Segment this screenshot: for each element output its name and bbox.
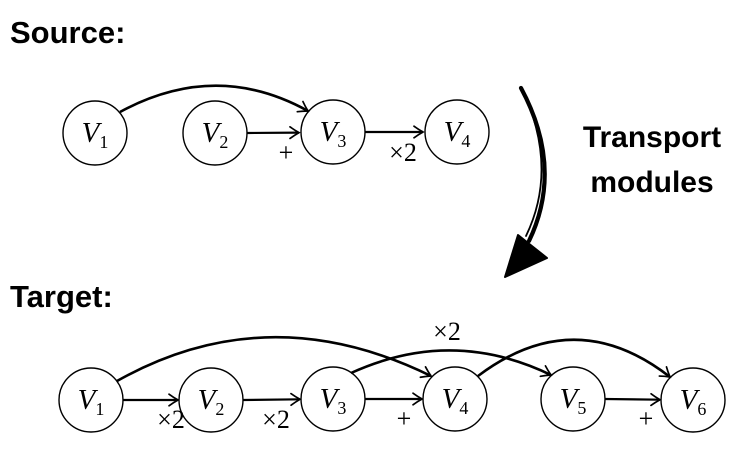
- node-target-v6: V6: [660, 367, 726, 433]
- edge-label-source-v3-v4: ×2: [389, 138, 417, 167]
- node-label: V4: [444, 116, 471, 151]
- edge-label-target-v5-v6: +: [639, 404, 654, 433]
- node-label: V3: [320, 383, 347, 418]
- node-source-v2: V2: [182, 100, 248, 166]
- transport-arrow-texture: [523, 92, 543, 237]
- edge-label-target-v2-v3: ×2: [262, 405, 290, 434]
- edge-source-v1-v3: [119, 84, 310, 114]
- edge-label-source-v2-v3: +: [279, 138, 294, 167]
- edge-target-v5-v6: [604, 392, 662, 407]
- node-label: V6: [680, 384, 707, 419]
- edge-target-v1-v4: [116, 335, 433, 383]
- node-target-v3: V3: [300, 366, 366, 432]
- node-circle: [62, 100, 128, 166]
- edge-label-target-v1-v2: ×2: [157, 405, 185, 434]
- node-source-v1: V1: [62, 100, 128, 166]
- node-target-v1: V1: [58, 367, 124, 433]
- node-circle: [424, 99, 490, 165]
- node-source-v3: V3: [300, 99, 366, 165]
- transport-annotation: Transport modules: [504, 85, 721, 278]
- edge-target-v2-v3: [242, 392, 302, 407]
- edge-target-v4-v6: [477, 338, 672, 379]
- node-label: V3: [320, 116, 347, 151]
- transport-arrowhead-icon: [504, 234, 548, 278]
- edge-label-target-v3-v5: ×2: [433, 317, 461, 346]
- source-title: Source:: [10, 15, 125, 50]
- node-target-v4: V4: [422, 366, 488, 432]
- target-title: Target:: [10, 279, 113, 314]
- edge-label-target-v3-v4: +: [397, 404, 412, 433]
- node-label: V4: [442, 383, 469, 418]
- transport-label-line2: modules: [590, 166, 713, 199]
- node-label: V2: [202, 117, 229, 152]
- node-target-v5: V5: [540, 366, 606, 432]
- node-label: V5: [560, 383, 587, 418]
- node-source-v4: V4: [424, 99, 490, 165]
- target-graph: Target: V1 V2 V3 V4 V5: [10, 279, 726, 434]
- node-label: V1: [78, 384, 105, 419]
- source-graph: Source: V1 V2 V3 V4 +: [10, 15, 490, 167]
- node-label: V2: [198, 384, 225, 419]
- node-label: V1: [82, 117, 109, 152]
- transport-label-line1: Transport: [583, 121, 721, 154]
- edge-target-v3-v5: [350, 349, 553, 378]
- node-target-v2: V2: [178, 367, 244, 433]
